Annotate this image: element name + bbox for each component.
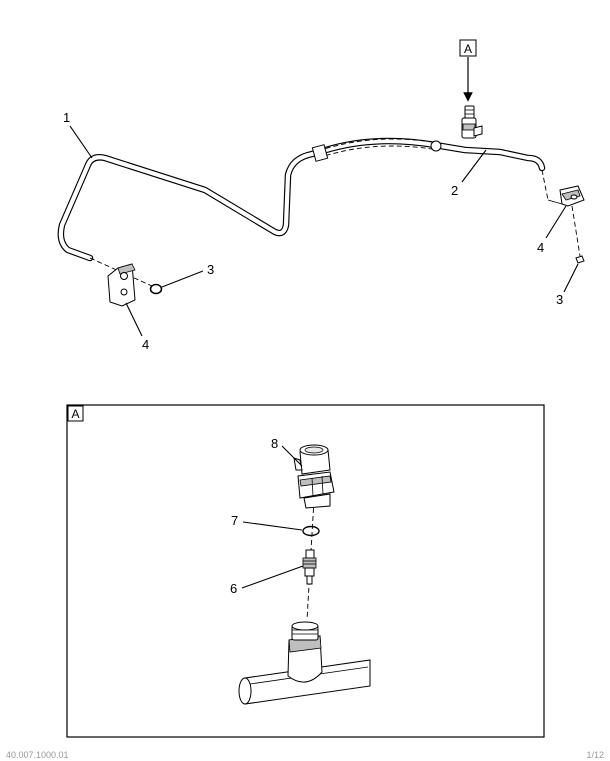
detail-view-frame <box>66 404 545 738</box>
clip-right <box>547 185 585 207</box>
nut-right <box>575 255 585 264</box>
leader-2 <box>461 149 487 183</box>
callout-1: 1 <box>63 110 70 125</box>
nut-left <box>149 283 163 295</box>
tube-sleeve-dashes <box>317 138 433 152</box>
detail-view-label: A <box>71 407 79 421</box>
leader-7 <box>242 521 303 531</box>
tube-joint <box>430 140 442 152</box>
pressure-switch <box>293 444 335 509</box>
callout-8: 8 <box>271 436 278 451</box>
view-a-reference-label: A <box>464 42 472 56</box>
callout-2: 2 <box>451 183 458 198</box>
callout-3-left: 3 <box>207 262 214 277</box>
callout-3-right: 3 <box>556 292 563 307</box>
clip-left <box>107 263 136 307</box>
view-a-reference-box <box>459 39 477 57</box>
right-end-centerline <box>541 169 549 201</box>
leader-4-left <box>125 302 143 337</box>
tube-assembly <box>57 137 581 287</box>
footer-code: 40.007.1000.01 <box>6 750 69 760</box>
leader-3-left <box>161 270 204 288</box>
callout-4-left: 4 <box>142 337 149 352</box>
right-clip-centerline <box>571 205 581 257</box>
callout-6: 6 <box>230 581 237 596</box>
detail-view-label-box <box>67 405 84 422</box>
leader-4-right <box>545 205 567 239</box>
valve-adapter <box>302 549 317 585</box>
callout-4-right: 4 <box>537 240 544 255</box>
leader-6 <box>241 565 304 589</box>
tube-1-inner <box>58 138 545 261</box>
tube-2-port <box>461 105 483 139</box>
footer-page: 1/12 <box>586 750 604 760</box>
tube-sleeve-dashes-b <box>317 145 433 159</box>
o-ring <box>302 525 320 537</box>
leader-1 <box>69 125 93 159</box>
callout-7: 7 <box>231 513 238 528</box>
leader-8 <box>281 445 303 467</box>
tube-sleeve <box>311 144 329 162</box>
tee-fitting <box>238 621 371 705</box>
leader-3-right <box>563 263 579 293</box>
